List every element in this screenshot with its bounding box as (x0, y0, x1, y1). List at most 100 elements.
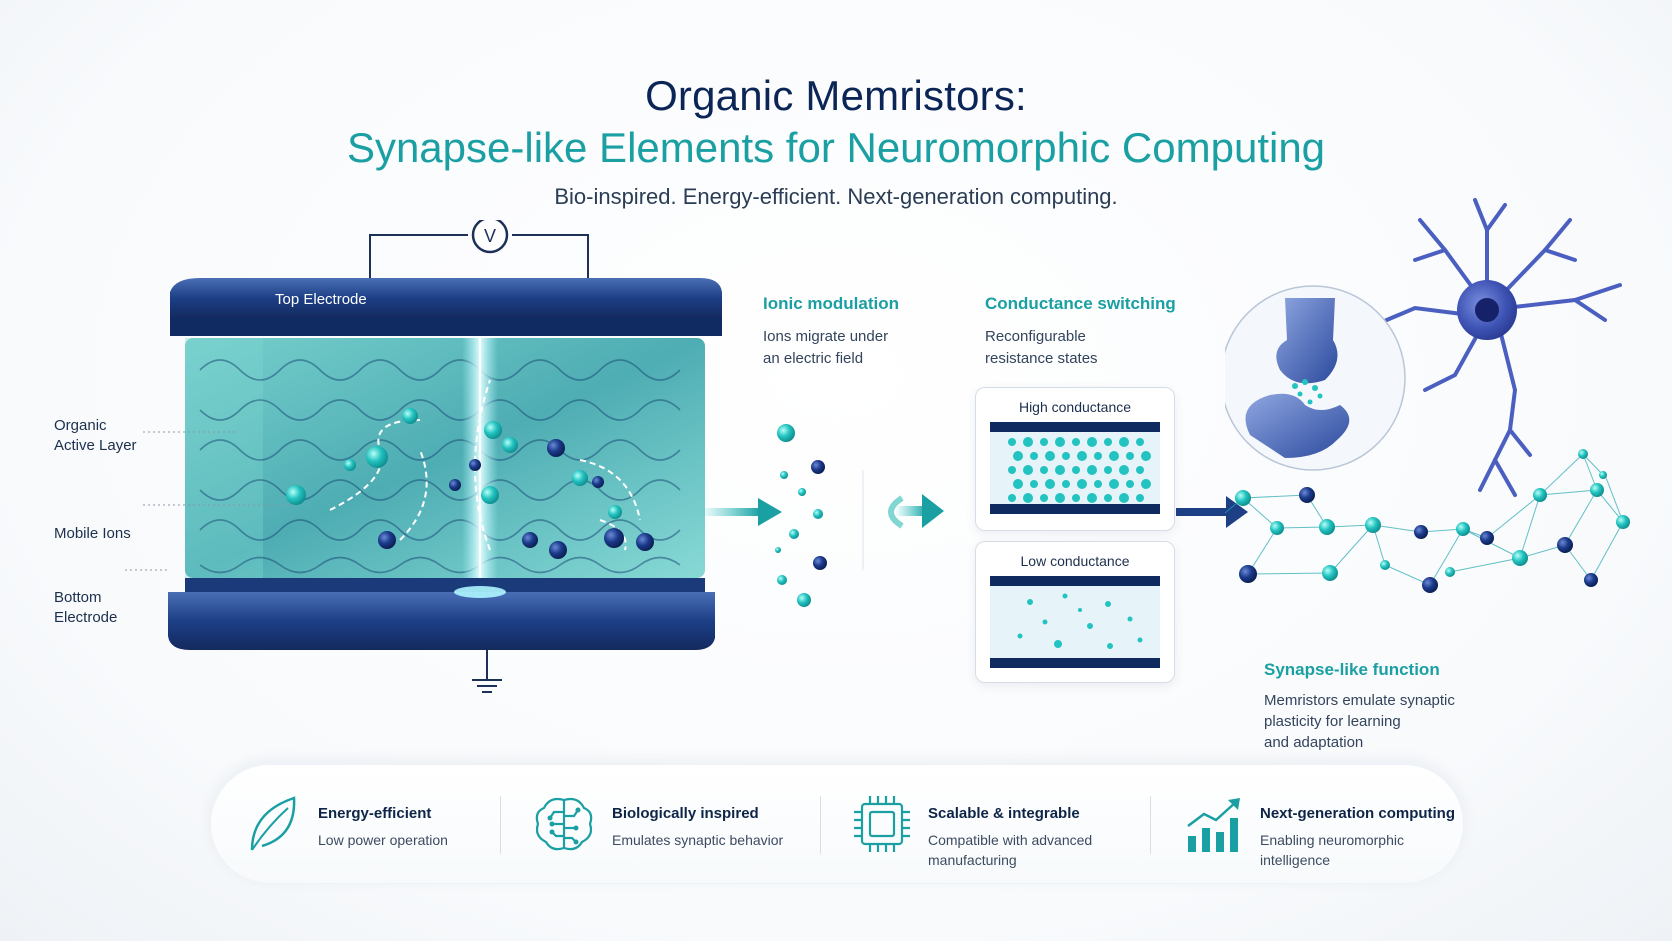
ion-dot (1119, 493, 1129, 503)
synapse-function-title: Synapse-like function (1264, 660, 1440, 679)
synapse-function-desc-line1: Memristors emulate synaptic (1264, 692, 1455, 709)
arrow-to-synapse (1176, 496, 1248, 528)
ion-dot (1141, 451, 1151, 461)
feature-scalable-desc-line2: manufacturing (928, 852, 1017, 868)
ion-dot (1055, 493, 1065, 503)
ion-dot (1136, 494, 1144, 502)
feature-energy-efficient-title: Energy-efficient (318, 805, 432, 822)
feature-divider (500, 796, 501, 854)
neurotransmitters (1292, 379, 1323, 405)
ion-dot (1008, 466, 1016, 474)
growth-chart-icon (1187, 798, 1240, 852)
synapse-function-desc: Memristors emulate synaptic plasticity f… (1264, 690, 1455, 753)
low-conductance-label: Low conductance (1020, 553, 1130, 569)
circuit-wire (369, 234, 589, 285)
feature-next-gen-desc: Enabling neuromorphic intelligence (1260, 830, 1404, 870)
ion-dot (1045, 479, 1055, 489)
tagline: Bio-inspired. Energy-efficient. Next-gen… (554, 184, 1118, 209)
chip-icon (854, 796, 910, 852)
ion-dot (1077, 451, 1087, 461)
feature-scalable-desc: Compatible with advanced manufacturing (928, 830, 1092, 870)
ion-dot (1087, 437, 1097, 447)
synapse-function-desc-line3: and adaptation (1264, 734, 1364, 751)
ion-dot (1136, 466, 1144, 474)
ion-dot (1104, 438, 1112, 446)
voltmeter-icon (471, 220, 509, 254)
step-ionic-modulation-desc-line1: Ions migrate under (763, 328, 889, 345)
organic-active-layer (185, 338, 705, 578)
arrow-icon (1176, 508, 1228, 516)
polymer-network (199, 359, 681, 574)
ion-dot (1013, 479, 1023, 489)
feature-bio-inspired-title: Biologically inspired (612, 805, 759, 822)
ion-dot (1008, 494, 1016, 502)
brain-icon (535, 797, 593, 851)
ion-dot (1062, 452, 1070, 460)
arrow-icon (700, 508, 760, 516)
bottom-electrode (168, 592, 715, 650)
ion-dot (1040, 438, 1048, 446)
network-nodes (1235, 449, 1630, 593)
active-layer-label-line2: Active Layer (54, 437, 137, 454)
mobile-ions (286, 408, 654, 559)
high-conductance-label: High conductance (1018, 399, 1132, 415)
neuron-synapse-illustration (1225, 198, 1630, 593)
feature-scalable-desc-line1: Compatible with advanced (928, 832, 1093, 848)
ion-dot (1109, 479, 1119, 489)
leaf-icon (250, 796, 296, 851)
feature-next-gen-desc-line1: Enabling neuromorphic (1260, 832, 1404, 848)
feature-divider (1150, 796, 1151, 854)
ion-dot (1136, 438, 1144, 446)
synapse-function-desc-line2: plasticity for learning (1264, 713, 1401, 730)
neuron-dendrites (1373, 198, 1622, 497)
mobile-ions-label: Mobile Ions (54, 525, 131, 542)
ion-dot (1013, 451, 1023, 461)
ion-dot (1055, 465, 1065, 475)
presynaptic-terminal (1276, 298, 1338, 384)
step-conductance-switching-desc-line1: Reconfigurable (985, 328, 1086, 345)
ion-dot (1126, 452, 1134, 460)
ion-dot (1055, 437, 1065, 447)
step-ionic-modulation-desc-line2: an electric field (763, 350, 864, 367)
ion-dot (1119, 465, 1129, 475)
step-conductance-switching-title: Conductance switching (985, 294, 1176, 313)
ion-dot (1109, 451, 1119, 461)
feature-next-gen-title: Next-generation computing (1260, 805, 1456, 822)
ion-flow-graphic (700, 424, 944, 607)
step-conductance-switching-desc: Reconfigurable resistance states (985, 326, 1098, 370)
ion-dot (1077, 479, 1087, 489)
ion-dot (1087, 493, 1097, 503)
top-electrode-label: Top Electrode (275, 291, 367, 308)
voltmeter-symbol: V (484, 226, 496, 246)
top-electrode (170, 278, 722, 318)
ion-dot (1104, 466, 1112, 474)
title-line-1: Organic Memristors: (645, 72, 1027, 119)
bottom-electrode-label-line2: Electrode (54, 609, 118, 626)
top-electrode-edge (170, 318, 722, 336)
high-conductance-panel: High conductance (975, 387, 1175, 531)
feature-next-gen-desc-line2: intelligence (1260, 852, 1331, 868)
sparse-ions (1017, 593, 1143, 649)
step-conductance-switching-desc-line2: resistance states (985, 350, 1098, 367)
ground-icon (472, 679, 502, 693)
bottom-electrode-label-line1: Bottom (54, 589, 102, 606)
neuron-nucleus (1475, 298, 1499, 322)
active-layer-label-line1: Organic (54, 417, 107, 434)
ion-dot (1023, 493, 1033, 503)
step-ionic-modulation-desc: Ions migrate under an electric field (763, 326, 888, 370)
ion-dot (1126, 480, 1134, 488)
ion-dot (1030, 480, 1038, 488)
feature-scalable-title: Scalable & integrable (928, 805, 1080, 822)
ion-dot (1062, 480, 1070, 488)
ion-dot (1072, 466, 1080, 474)
ion-dot (1087, 465, 1097, 475)
ion-dot (1141, 479, 1151, 489)
ion-dot (1072, 494, 1080, 502)
ion-dot (1104, 494, 1112, 502)
bottom-electrode-label: Bottom Electrode (54, 588, 117, 628)
floating-ions (775, 424, 827, 607)
ion-dot (1072, 438, 1080, 446)
ion-dot (1030, 452, 1038, 460)
network-connections (1225, 453, 1624, 586)
feature-energy-efficient-desc: Low power operation (318, 832, 448, 848)
